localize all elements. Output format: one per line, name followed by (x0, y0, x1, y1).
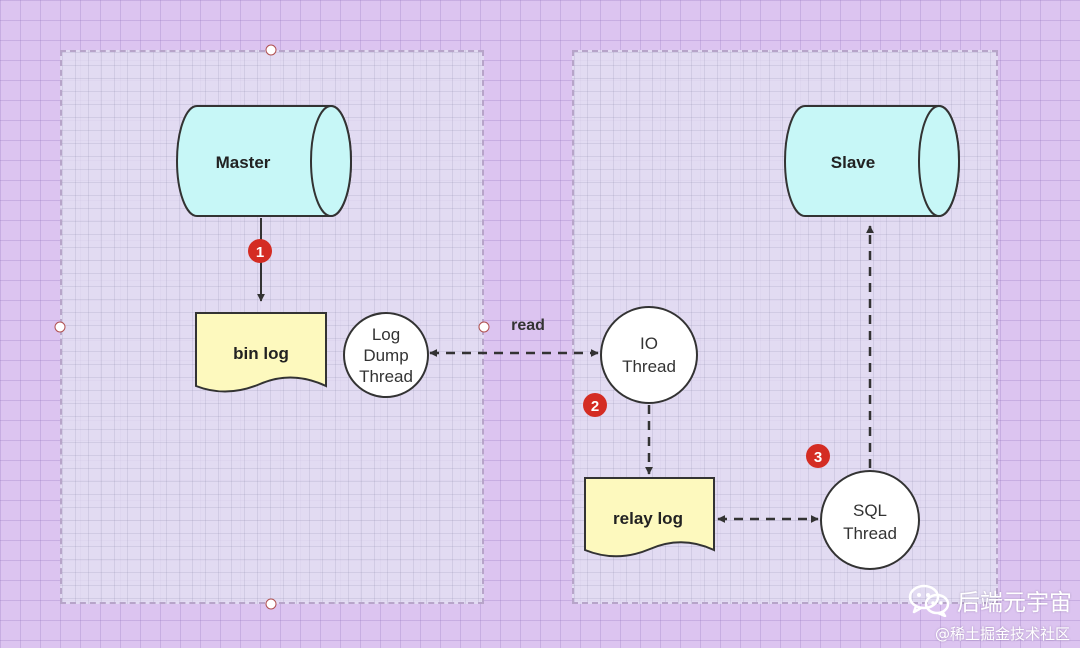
selection-handle-right[interactable] (478, 321, 490, 333)
bin-log-label: bin log (233, 344, 289, 363)
selection-handle-left[interactable] (54, 321, 66, 333)
log-dump-thread-label-line2: Dump (363, 346, 408, 365)
step-badge-3: 3 (806, 444, 830, 468)
step-badge-2-number: 2 (591, 398, 599, 415)
selection-handle-bottom[interactable] (265, 598, 277, 610)
log-dump-thread-label-line1: Log (372, 325, 400, 344)
master-label: Master (216, 153, 271, 172)
watermark-sub-text: @稀土掘金技术社区 (934, 625, 1070, 643)
log-dump-thread-node[interactable]: Log Dump Thread (343, 312, 429, 398)
selection-handles (54, 44, 490, 610)
watermark-main: 后端元宇宙 (907, 583, 1072, 617)
io-thread-label-line1: IO (640, 334, 658, 353)
slave-database[interactable]: Slave (784, 105, 960, 217)
step-badge-1: 1 (248, 239, 272, 263)
wechat-icon (908, 584, 950, 617)
selection-handle-top[interactable] (265, 44, 277, 56)
watermark-main-text: 后端元宇宙 (957, 590, 1072, 616)
step-badge-2: 2 (583, 393, 607, 417)
log-dump-thread-label-line3: Thread (359, 367, 413, 386)
watermark: 后端元宇宙 @稀土掘金技术社区 (907, 583, 1072, 644)
io-thread-node[interactable]: IO Thread (600, 306, 698, 404)
io-thread-label-line2: Thread (622, 357, 676, 376)
sql-thread-node[interactable]: SQL Thread (820, 470, 920, 570)
relay-log-document[interactable]: relay log (584, 477, 715, 558)
sql-thread-label-line1: SQL (853, 501, 887, 520)
master-database[interactable]: Master (176, 105, 352, 217)
step-badge-1-number: 1 (256, 244, 264, 261)
sql-thread-label-line2: Thread (843, 524, 897, 543)
relay-log-label: relay log (613, 509, 683, 528)
bin-log-document[interactable]: bin log (195, 312, 327, 393)
slave-label: Slave (831, 153, 875, 172)
step-badge-3-number: 3 (814, 449, 822, 466)
read-edge-label: read (511, 317, 545, 334)
